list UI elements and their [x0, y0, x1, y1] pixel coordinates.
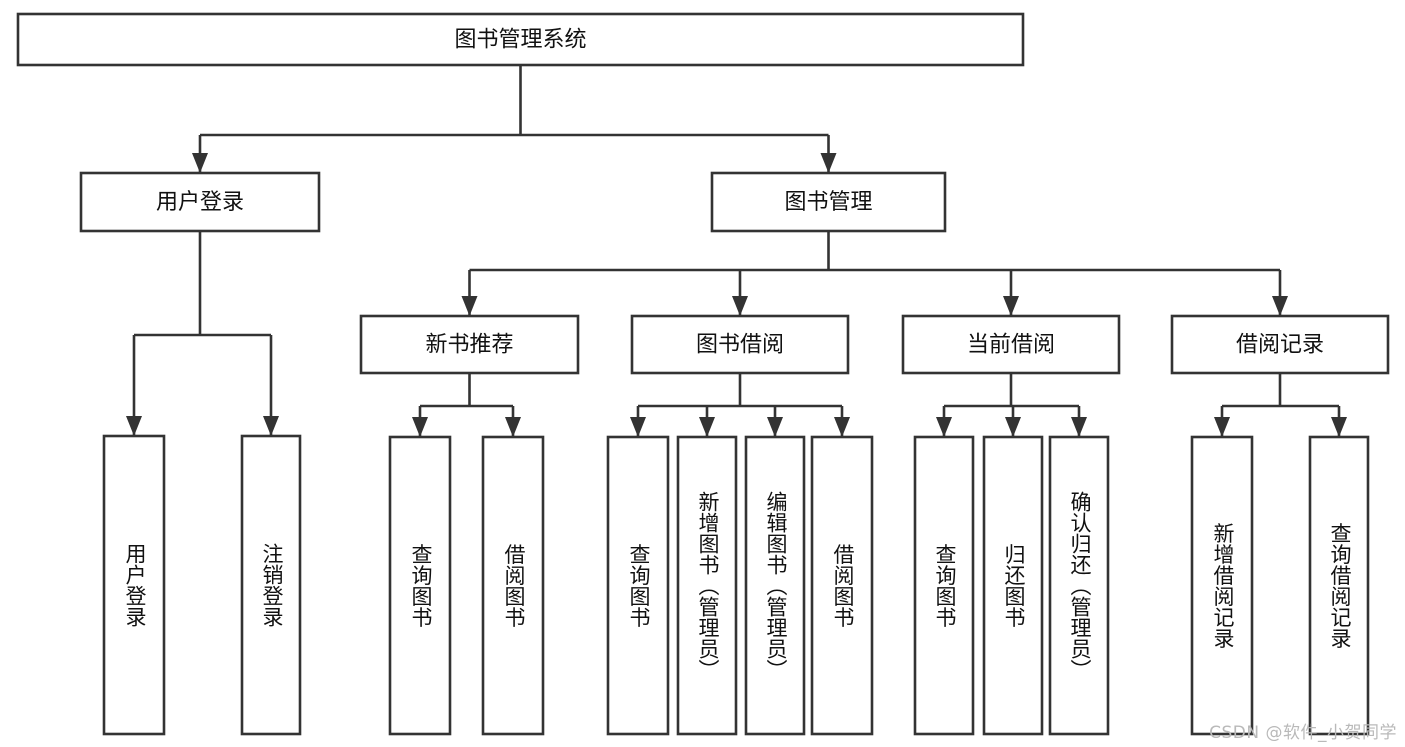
node-box-confirm-return[interactable] — [1048, 435, 1110, 736]
arrow-head-icon-add-borrow-record — [1214, 417, 1230, 437]
node-label-borrow-book-1: 借阅图书 — [502, 544, 526, 628]
node-borrow-record[interactable]: 借阅记录 — [1170, 314, 1390, 375]
arrow-head-icon-query-book-3 — [936, 417, 952, 437]
arrow-head-icon-borrow-book-2 — [834, 417, 850, 437]
node-add-book[interactable]: 新增图书（管理员） — [676, 435, 738, 736]
node-box-user-login[interactable] — [79, 171, 321, 233]
nodes-layer: 图书管理系统用户登录图书管理新书推荐图书借阅当前借阅借阅记录用户登录注销登录查询… — [16, 12, 1390, 736]
node-box-add-borrow-record[interactable] — [1190, 435, 1254, 736]
connectors-layer — [126, 65, 1347, 437]
node-label-new-book-recommend: 新书推荐 — [425, 333, 513, 358]
node-label-return-book: 归还图书 — [1002, 544, 1026, 628]
node-box-borrow-record[interactable] — [1170, 314, 1390, 375]
arrow-head-icon-return-book — [1005, 417, 1021, 437]
node-box-root[interactable] — [16, 12, 1025, 67]
arrow-head-icon-new-book-recommend — [461, 296, 478, 316]
arrow-head-icon-user-logout — [263, 416, 279, 436]
node-new-book-recommend[interactable]: 新书推荐 — [359, 314, 580, 375]
node-box-book-borrow[interactable] — [630, 314, 850, 375]
node-box-new-book-recommend[interactable] — [359, 314, 580, 375]
arrow-head-icon-confirm-return — [1071, 417, 1087, 437]
node-box-book-manage[interactable] — [710, 171, 947, 233]
node-query-book-3[interactable]: 查询图书 — [913, 435, 975, 736]
node-box-borrow-book-2[interactable] — [810, 435, 874, 736]
arrow-head-icon-user-login — [192, 153, 208, 173]
node-box-user-logout[interactable] — [240, 434, 302, 736]
node-query-borrow-record[interactable]: 查询借阅记录 — [1308, 435, 1370, 736]
node-label-add-book: 新增图书（管理员） — [696, 491, 720, 680]
node-root[interactable]: 图书管理系统 — [16, 12, 1025, 67]
node-label-user-logout: 注销登录 — [260, 543, 284, 627]
node-box-current-borrow[interactable] — [901, 314, 1121, 375]
node-label-query-book-3: 查询图书 — [933, 544, 957, 628]
node-query-book-2[interactable]: 查询图书 — [606, 435, 670, 736]
node-box-query-book-1[interactable] — [388, 435, 452, 736]
arrow-head-icon-query-borrow-record — [1331, 417, 1347, 437]
arrow-head-icon-current-borrow — [1003, 296, 1019, 316]
node-label-book-manage: 图书管理 — [784, 190, 872, 215]
arrow-head-icon-edit-book — [767, 417, 783, 437]
node-book-borrow[interactable]: 图书借阅 — [630, 314, 850, 375]
arrow-head-icon-query-book-2 — [630, 417, 646, 437]
node-return-book[interactable]: 归还图书 — [982, 435, 1044, 736]
arrow-head-icon-borrow-book-1 — [505, 417, 521, 437]
arrow-head-icon-add-book — [699, 417, 715, 437]
node-query-book-1[interactable]: 查询图书 — [388, 435, 452, 736]
csdn-watermark: CSDN @软件_小贺同学 — [1209, 723, 1397, 743]
node-box-query-book-2[interactable] — [606, 435, 670, 736]
node-user-login[interactable]: 用户登录 — [79, 171, 321, 233]
node-label-add-borrow-record: 新增借阅记录 — [1211, 523, 1235, 649]
node-box-user-login-do[interactable] — [102, 434, 166, 736]
node-label-user-login-do: 用户登录 — [123, 543, 147, 627]
arrow-head-icon-borrow-record — [1272, 296, 1288, 316]
node-book-manage[interactable]: 图书管理 — [710, 171, 947, 233]
node-label-current-borrow: 当前借阅 — [967, 333, 1055, 358]
node-user-logout[interactable]: 注销登录 — [240, 434, 302, 736]
node-borrow-book-2[interactable]: 借阅图书 — [810, 435, 874, 736]
node-current-borrow[interactable]: 当前借阅 — [901, 314, 1121, 375]
node-box-add-book[interactable] — [676, 435, 738, 736]
node-confirm-return[interactable]: 确认归还（管理员） — [1048, 435, 1110, 736]
node-user-login-do[interactable]: 用户登录 — [102, 434, 166, 736]
arrow-head-icon-book-borrow — [732, 296, 748, 316]
node-label-query-book-2: 查询图书 — [627, 544, 651, 628]
arrow-head-icon-query-book-1 — [412, 417, 428, 437]
node-label-query-book-1: 查询图书 — [409, 544, 433, 628]
node-label-borrow-record: 借阅记录 — [1236, 333, 1324, 358]
node-box-edit-book[interactable] — [744, 435, 806, 736]
node-box-query-book-3[interactable] — [913, 435, 975, 736]
node-edit-book[interactable]: 编辑图书（管理员） — [744, 435, 806, 736]
node-label-root: 图书管理系统 — [454, 28, 586, 53]
node-box-query-borrow-record[interactable] — [1308, 435, 1370, 736]
node-add-borrow-record[interactable]: 新增借阅记录 — [1190, 435, 1254, 736]
node-label-user-login: 用户登录 — [156, 190, 244, 215]
node-box-borrow-book-1[interactable] — [481, 435, 545, 736]
node-borrow-book-1[interactable]: 借阅图书 — [481, 435, 545, 736]
node-box-return-book[interactable] — [982, 435, 1044, 736]
arrow-head-icon-book-manage — [820, 153, 837, 173]
node-label-confirm-return: 确认归还（管理员） — [1068, 491, 1092, 680]
node-label-borrow-book-2: 借阅图书 — [831, 544, 855, 628]
node-label-query-borrow-record: 查询借阅记录 — [1328, 523, 1352, 649]
node-label-book-borrow: 图书借阅 — [696, 333, 784, 358]
arrow-head-icon-user-login-do — [126, 416, 142, 436]
node-label-edit-book: 编辑图书（管理员） — [764, 491, 788, 680]
